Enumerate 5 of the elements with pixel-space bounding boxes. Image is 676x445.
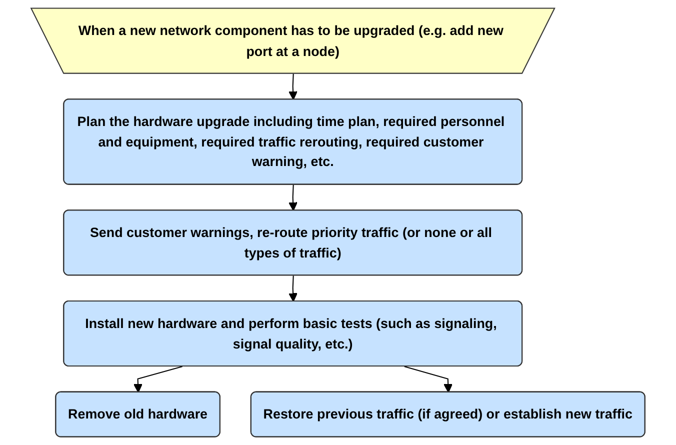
arrow <box>133 366 182 393</box>
arrow <box>288 184 298 212</box>
arrow <box>404 366 453 393</box>
arrow <box>288 74 298 100</box>
arrow <box>288 276 298 302</box>
